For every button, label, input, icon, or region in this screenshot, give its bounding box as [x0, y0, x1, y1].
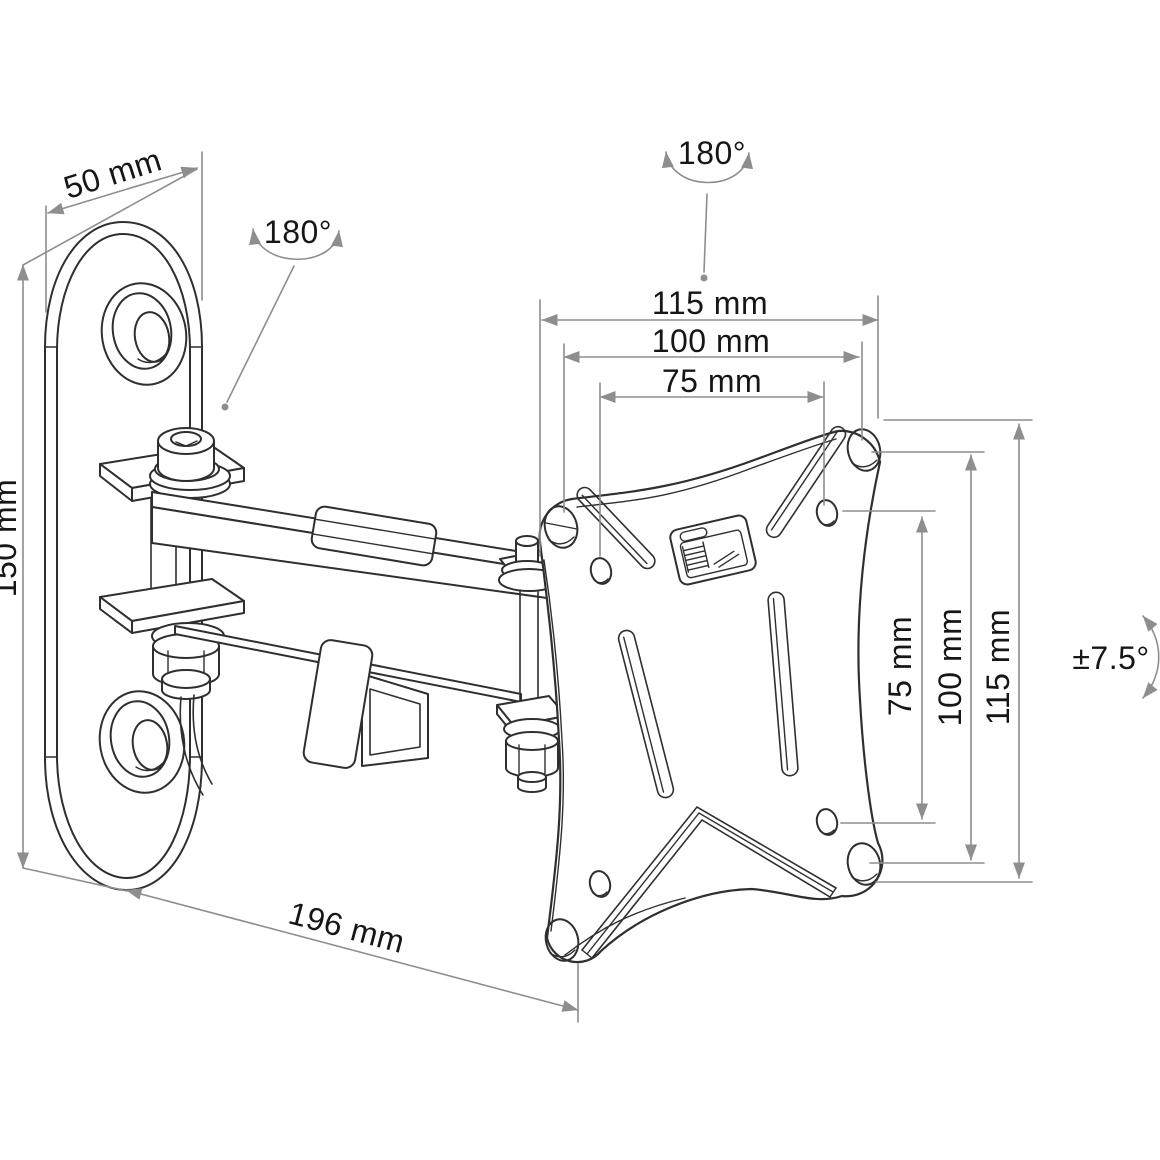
latch-spring-coil — [681, 541, 710, 573]
vesa-hole-top-right — [846, 428, 882, 472]
dim-plate-height-115-label: 115 mm — [980, 609, 1016, 725]
dim-wall-plate-width-label: 50 mm — [59, 141, 165, 205]
wall-swivel-angle-label: 180° — [264, 214, 332, 250]
plate-rib-slots — [576, 425, 847, 959]
vesa-hole-bottom-right — [846, 842, 882, 886]
wall-plate — [44, 221, 203, 891]
wall-plate-top-screw-boss — [100, 282, 188, 386]
pivot-bolt-top — [149, 427, 231, 499]
vesa-plate — [538, 425, 884, 964]
head-swivel-angle-label: 180° — [678, 135, 746, 171]
spring-latch — [669, 514, 757, 586]
extension-arm — [151, 491, 548, 769]
dim-plate-height-75-label: 75 mm — [882, 616, 918, 716]
dim-plate-width-75-label: 75 mm — [662, 363, 762, 399]
head-swivel-arc — [662, 151, 753, 282]
dimension-annotations — [17, 151, 1160, 1023]
wall-swivel-arc — [221, 228, 343, 411]
vesa-hole-top-left — [543, 505, 579, 549]
dim-plate-width-100-label: 100 mm — [652, 323, 771, 359]
cable-clip-upper — [310, 505, 438, 567]
tilt-arc — [1142, 615, 1160, 699]
cable-clip-lower — [302, 639, 429, 769]
tilt-angle-label: ±7.5° — [1072, 640, 1149, 676]
wall-plate-bottom-screw-boss — [98, 690, 186, 794]
wall-hinge-joint — [99, 427, 245, 796]
dim-plate-width-115-label: 115 mm — [652, 285, 768, 321]
dim-wall-plate-height-label: 150 mm — [0, 479, 23, 598]
dim-plate-height-100-label: 100 mm — [932, 608, 968, 727]
dim-arm-reach-label: 196 mm — [285, 895, 409, 960]
